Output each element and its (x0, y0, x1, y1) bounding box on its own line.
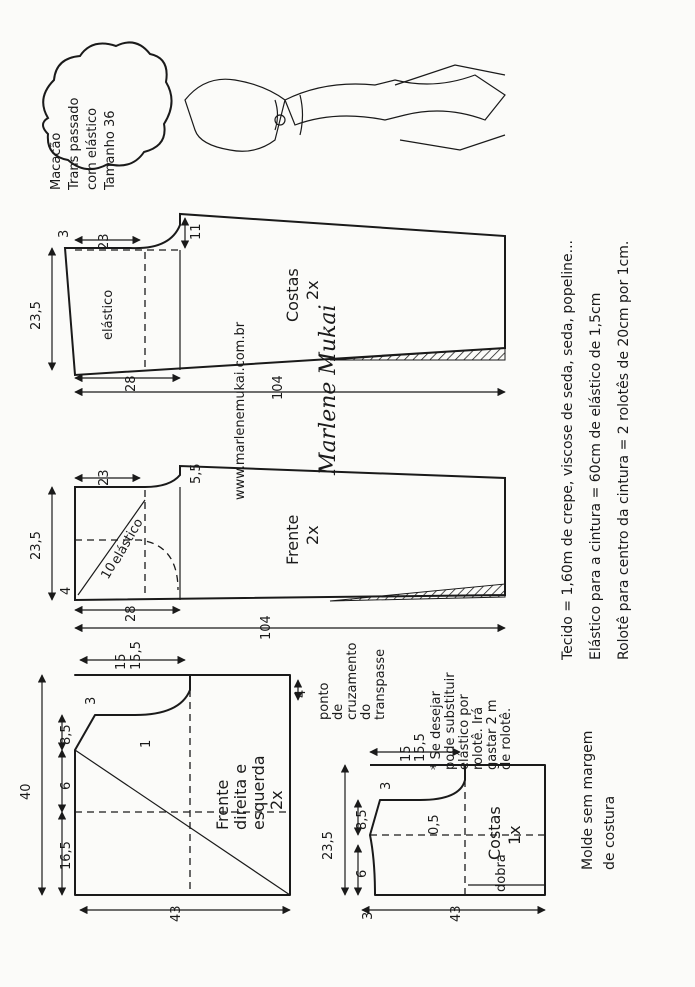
materials-notes: Tecido = 1,60m de crepe, viscose de seda… (560, 240, 632, 661)
front-panel-name: Frente (283, 515, 302, 565)
fb-label-1: Frente (213, 780, 232, 830)
title-line-2: Trans passado (67, 98, 82, 191)
back-length-label: 104 (271, 375, 286, 400)
svg-text:de: de (331, 704, 346, 720)
fb-width-label: 15 (114, 653, 129, 670)
fb-curve-label: 1 (139, 740, 154, 748)
bb-armhole-label: 6 (355, 870, 370, 878)
bb-width-label: 15 (399, 745, 414, 762)
materials-rolote: Rolotê para centro da cintura = 2 rolotê… (616, 241, 632, 660)
front-pant-panel: 23,5 104 28 23 4 5,5 10 elástico Frente … (29, 463, 506, 640)
back-crotch-label: 23 (97, 233, 112, 250)
bb-width2-label: 15,5 (413, 733, 428, 762)
svg-text:* Se desejar: * Se desejar (429, 690, 444, 770)
front-length-label: 104 (259, 615, 274, 640)
front-hip-label: 28 (124, 605, 139, 622)
back-height-label: 23,5 (29, 301, 44, 330)
materials-elastic: Elástico para a cintura = 60cm de elásti… (588, 293, 604, 660)
front-diag-label: 10 (98, 560, 119, 582)
fb-lower-label: 16,5 (59, 841, 74, 870)
back-bodice-panel: dobra 23,5 43 15 15,5 3 8,5 6 3 0,5 Cost… (321, 733, 546, 922)
bb-height-label: 23,5 (321, 831, 336, 860)
elastic-substitution-note: * Se desejar pode substituir elástico po… (429, 672, 514, 770)
title-line-4: Tamanho 36 (103, 111, 118, 192)
bb-shoulder-label: 3 (379, 782, 394, 790)
fb-width2-label: 15,5 (129, 641, 144, 670)
crossing-point-note: ponto de cruzamento do transpasse (317, 642, 388, 720)
front-crotch-label: 23 (97, 469, 112, 486)
front-top-label: 4 (59, 587, 74, 595)
garment-sketch (184, 64, 506, 152)
back-hip-label: 28 (124, 375, 139, 392)
bb-curve-label: 0,5 (427, 814, 442, 835)
svg-text:elástico por: elástico por (457, 694, 472, 770)
front-elastic-label: elástico (108, 516, 146, 567)
svg-text:rolotê. Irá: rolotê. Irá (471, 707, 486, 770)
fb-label-4: 2x (267, 790, 286, 810)
title-line-1: Macacão (49, 133, 64, 190)
bb-base-label: 43 (449, 905, 464, 922)
svg-text:ponto: ponto (317, 682, 332, 720)
materials-fabric: Tecido = 1,60m de crepe, viscose de seda… (560, 240, 576, 661)
svg-text:gastar 2 m: gastar 2 m (485, 699, 500, 770)
bb-fold-label: dobra (494, 854, 509, 892)
bb-panel-qty: 1x (505, 825, 524, 845)
back-side-label: 11 (189, 223, 204, 240)
signature-text: Marlene Mukai (316, 304, 341, 476)
fb-label-3: esquerda (249, 755, 268, 830)
title-line-3: com elástico (85, 108, 100, 190)
fb-label-2: direita e (231, 764, 250, 830)
back-top-label: 3 (57, 230, 72, 238)
svg-text:cruzamento: cruzamento (345, 642, 360, 720)
fb-shoulder-label: 3 (84, 697, 99, 705)
front-bodice-panel: 40 43 15 15,5 3 8,5 6 16,5 1 4 Frente di… (19, 641, 309, 922)
front-panel-qty: 2x (303, 525, 322, 545)
front-side-label: 5,5 (189, 463, 204, 484)
svg-text:transpasse: transpasse (373, 649, 388, 720)
fb-neck-label: 8,5 (59, 724, 74, 745)
fb-base-label: 43 (169, 905, 184, 922)
svg-text:de rolotê.: de rolotê. (499, 708, 514, 770)
svg-text:do: do (359, 704, 374, 720)
back-pant-panel: 23,5 104 28 23 3 11 elástico Costas 2x (29, 212, 506, 400)
back-panel-qty: 2x (303, 280, 322, 300)
title-cloud: Macacão Trans passado com elástico Taman… (42, 41, 173, 192)
svg-text:de costura: de costura (602, 796, 618, 870)
bb-panel-name: Costas (485, 806, 504, 860)
fb-point-label: 4 (294, 690, 309, 698)
back-panel-name: Costas (283, 268, 302, 322)
svg-text:pode substituir: pode substituir (443, 672, 458, 770)
svg-text:Molde sem margem: Molde sem margem (580, 731, 596, 870)
fb-height-label: 40 (19, 783, 34, 800)
back-elastic-label: elástico (101, 290, 116, 340)
seam-allowance-note: Molde sem margem de costura (580, 731, 618, 870)
bb-fold-width-label: 3 (361, 912, 376, 920)
fb-armhole-label: 6 (59, 782, 74, 790)
website-text: www.marlenemukai.com.br (233, 321, 248, 500)
front-height-label: 23,5 (29, 531, 44, 560)
bb-neck-label: 8,5 (355, 809, 370, 830)
